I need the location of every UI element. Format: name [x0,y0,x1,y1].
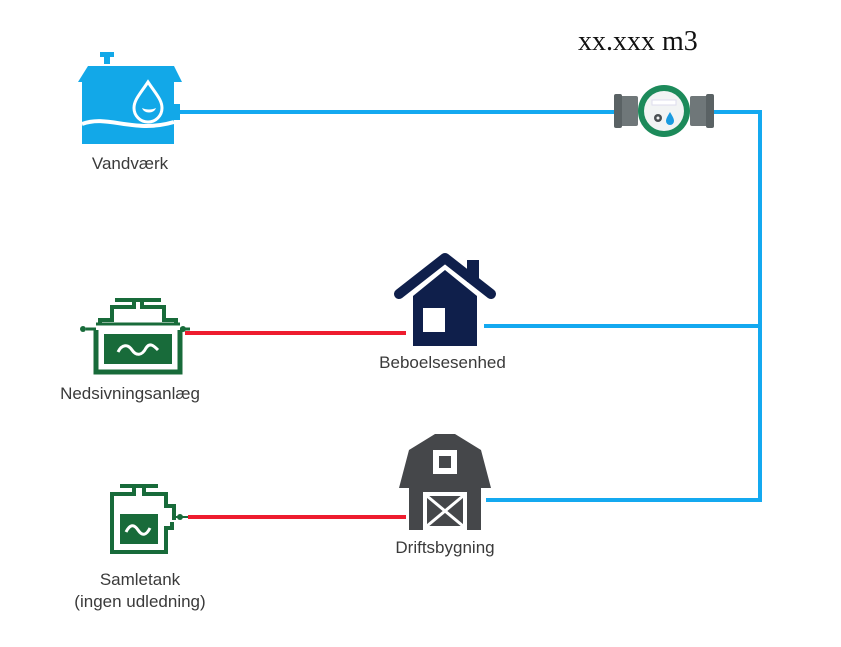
holding-tank-label: Samletank (ingen udledning) [50,569,230,613]
holding-tank-subtitle: (ingen udledning) [74,592,206,611]
farm-building-label: Driftsbygning [395,538,495,557]
water-meter-icon [614,85,714,137]
water-supply-lines [178,110,762,502]
seepage-system-label: Nedsivningsanlæg [60,384,200,403]
holding-tank-title: Samletank [99,570,181,589]
waterworks-label: Vandværk [91,154,169,173]
septic-tank-icon [80,298,190,375]
wastewater-lines [185,331,406,519]
barn-icon [399,434,491,530]
meter-reading: xx.xxx m3 [578,26,698,57]
residence-label: Beboelsesenhed [379,353,506,372]
house-icon [394,253,496,346]
waterworks-icon [78,52,182,144]
holding-tank-icon [110,484,188,554]
